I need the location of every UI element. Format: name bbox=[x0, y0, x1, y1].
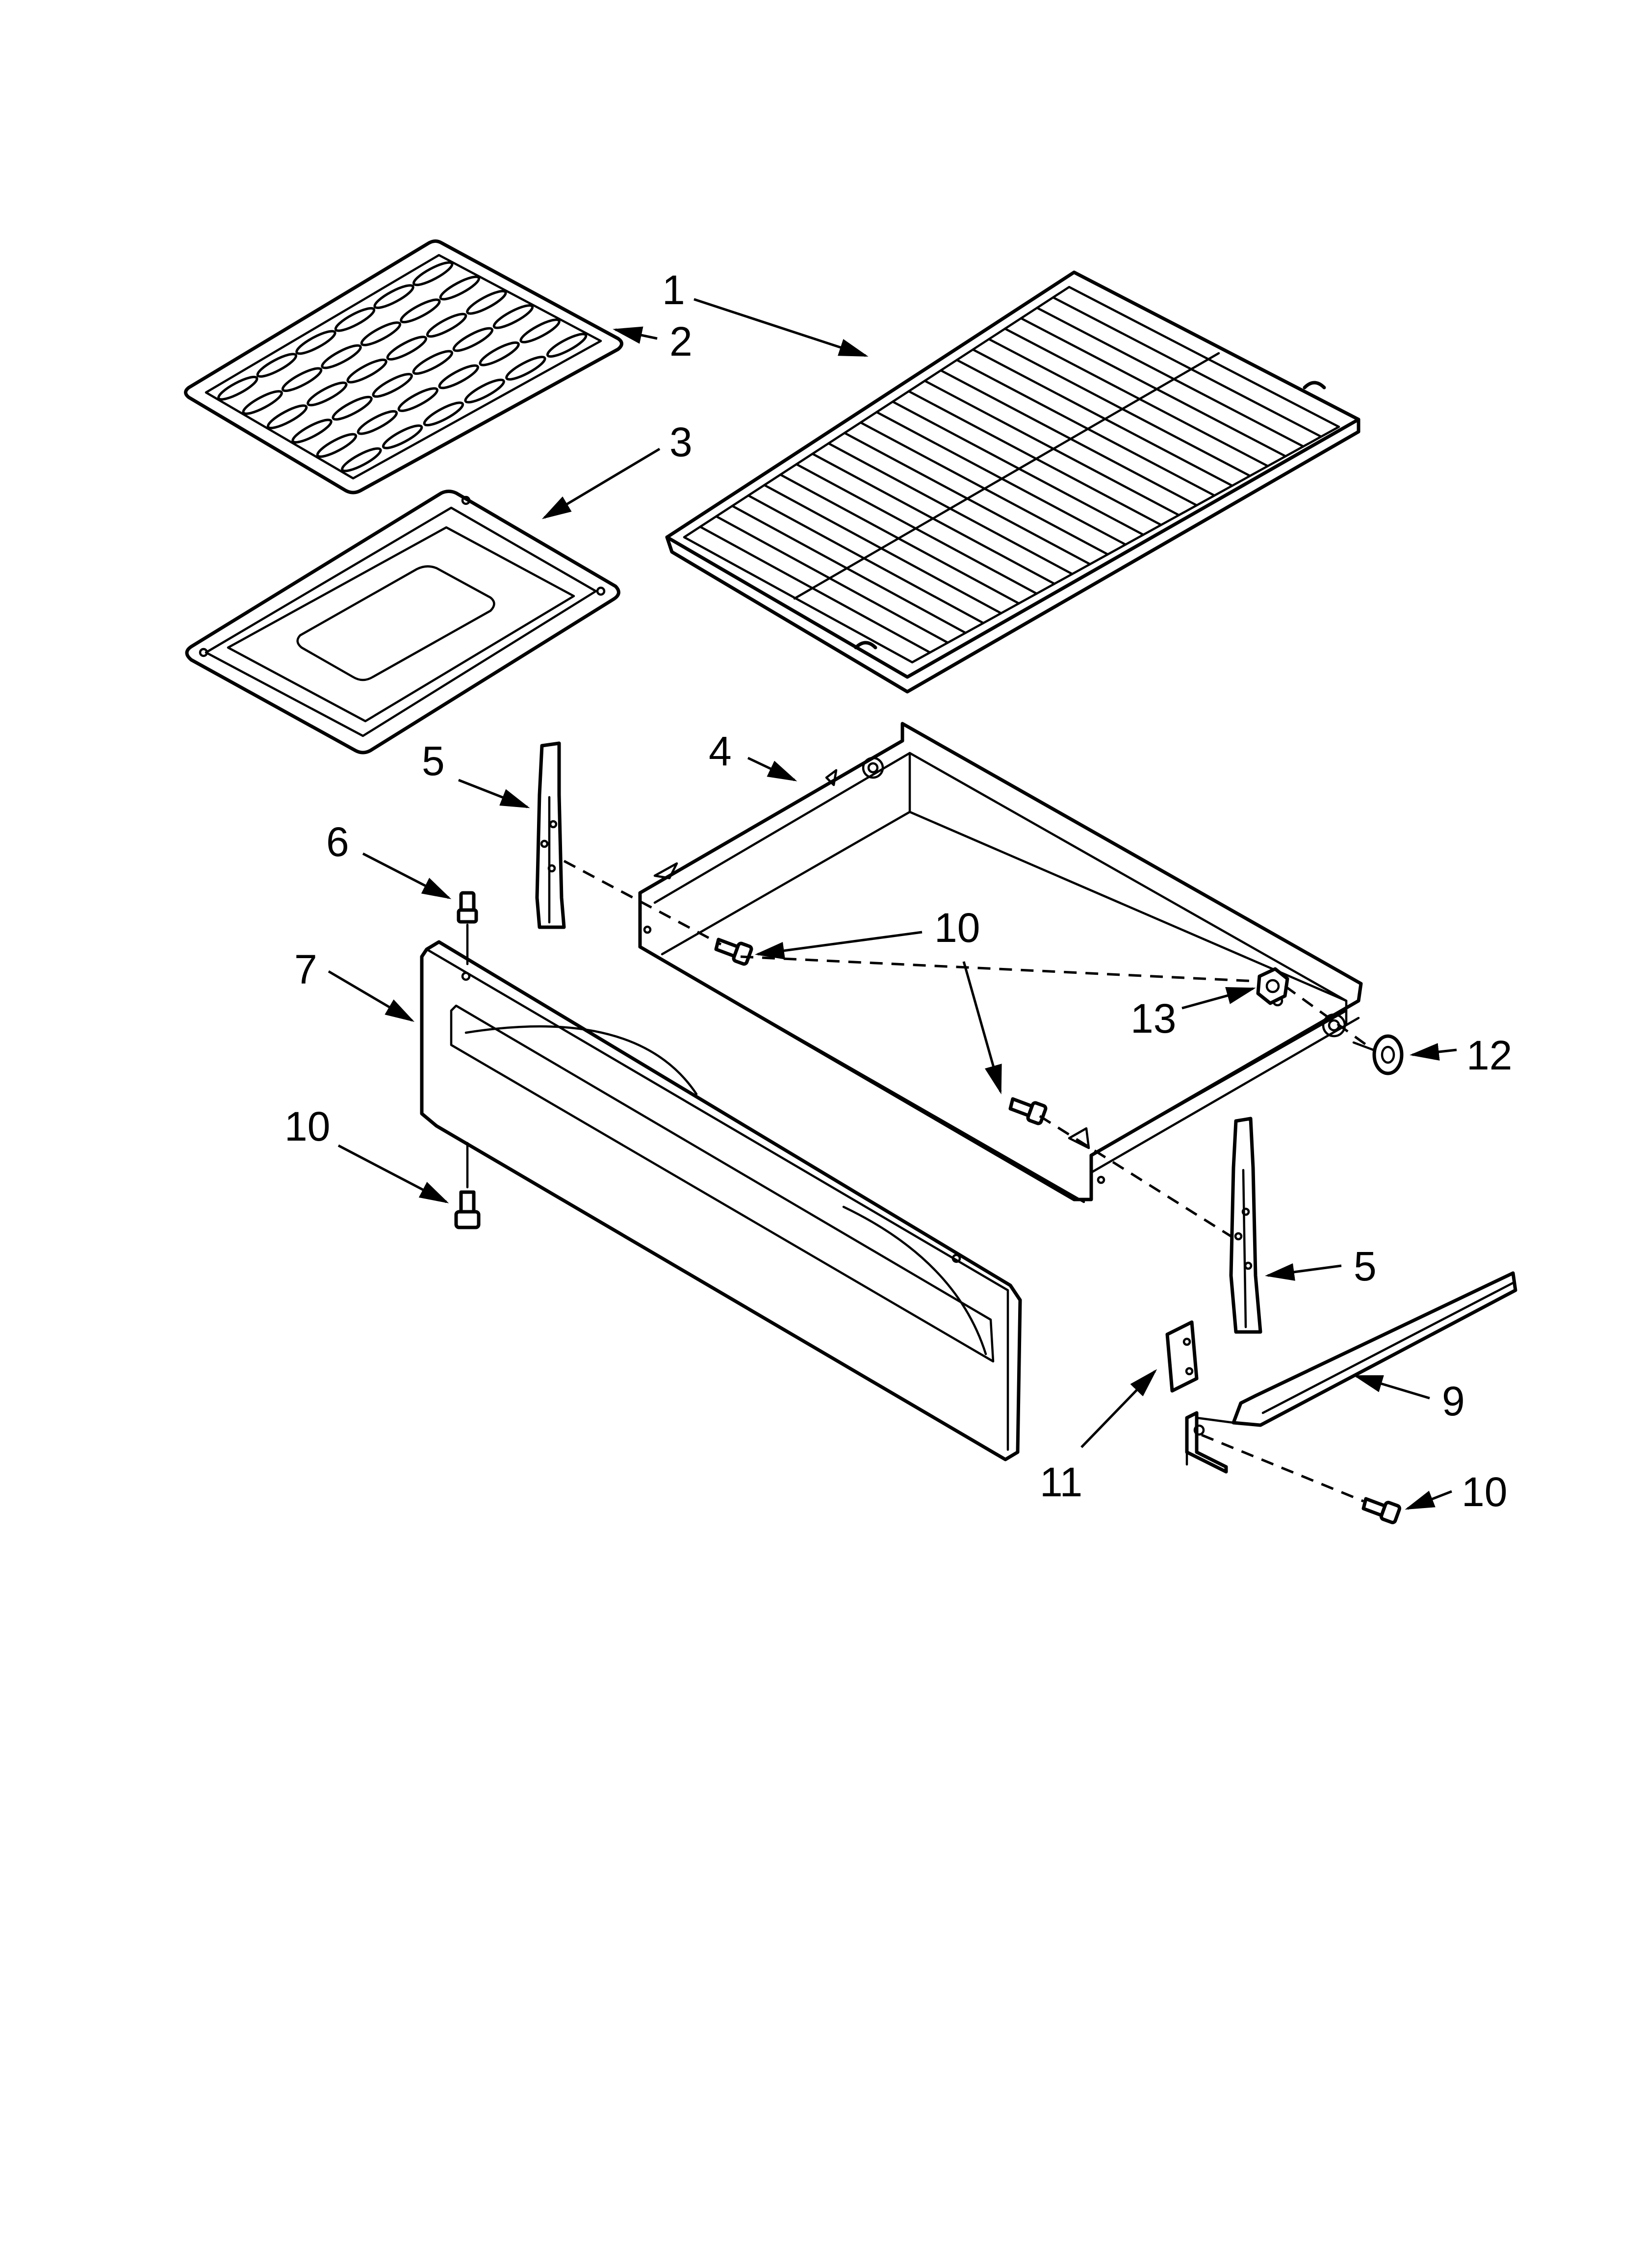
pin bbox=[457, 891, 478, 965]
callout-5-right: 5 bbox=[1354, 1243, 1377, 1289]
rack-wire bbox=[1036, 307, 1305, 448]
grid-slot bbox=[452, 327, 494, 352]
grid-slot bbox=[341, 447, 382, 472]
grid-slot bbox=[295, 330, 336, 355]
callout-6: 6 bbox=[326, 819, 349, 865]
rack-wire bbox=[715, 515, 949, 644]
grid-slot bbox=[332, 395, 373, 421]
grid-slot bbox=[397, 387, 438, 412]
screw-drawer-right bbox=[1008, 1097, 1048, 1125]
callout-10-panel: 10 bbox=[284, 1103, 330, 1149]
rack-wire bbox=[1003, 327, 1269, 468]
oven-rack bbox=[665, 270, 1360, 694]
grid-slot bbox=[266, 404, 308, 429]
callout-1: 1 bbox=[662, 267, 685, 313]
callout-10-drawer: 10 bbox=[934, 905, 980, 951]
grid-slot bbox=[357, 410, 398, 435]
grid-slot bbox=[217, 375, 258, 401]
grid-slot bbox=[316, 433, 358, 458]
callout-12: 12 bbox=[1466, 1032, 1512, 1078]
grid-slot bbox=[426, 313, 467, 338]
grid-slot bbox=[492, 304, 534, 329]
grid-slot bbox=[438, 364, 479, 390]
callout-3: 3 bbox=[669, 419, 693, 465]
screw-panel-bottom bbox=[454, 1142, 481, 1229]
callout-9: 9 bbox=[1442, 1378, 1465, 1424]
grid-slot bbox=[423, 401, 464, 427]
grid-slot bbox=[464, 378, 505, 404]
drawer-front-panel bbox=[420, 940, 1022, 1461]
grid-slot bbox=[505, 356, 546, 381]
grid-slot bbox=[479, 341, 520, 366]
broiler-pan bbox=[185, 490, 620, 755]
callout-10-rail: 10 bbox=[1462, 1469, 1507, 1515]
grid-slot bbox=[372, 373, 413, 398]
leader-lines bbox=[328, 298, 1457, 1510]
assembly-lines bbox=[563, 860, 1374, 1503]
rack-wire bbox=[988, 338, 1251, 477]
screw-rail bbox=[1361, 1497, 1402, 1524]
rack-wire bbox=[731, 505, 967, 634]
broiler-grid bbox=[184, 239, 623, 495]
grid-slot bbox=[519, 318, 561, 343]
grid-slot bbox=[412, 350, 453, 375]
rack-wire bbox=[1020, 317, 1287, 458]
nut bbox=[1256, 967, 1289, 1005]
rack-wire bbox=[779, 473, 1020, 605]
grid-slot bbox=[321, 344, 362, 369]
drawer-rail bbox=[1185, 1271, 1517, 1474]
rack-wire bbox=[747, 494, 985, 625]
callout-labels: 1 2 3 4 5 5 6 7 9 10 10 10 11 12 13 bbox=[284, 267, 1512, 1515]
grid-slot bbox=[307, 381, 348, 407]
grid-slot bbox=[386, 336, 428, 361]
rack-wire bbox=[924, 380, 1180, 517]
grid-slot bbox=[466, 289, 507, 315]
callout-7: 7 bbox=[294, 946, 317, 992]
rack-wire bbox=[763, 484, 1002, 615]
rack-wire bbox=[955, 359, 1216, 497]
rack-wire bbox=[940, 369, 1198, 507]
grid-slot bbox=[291, 418, 333, 444]
rack-wire bbox=[907, 390, 1162, 526]
rack-wire bbox=[1052, 296, 1322, 438]
grid-slot bbox=[546, 333, 588, 358]
grid-slot bbox=[281, 367, 323, 392]
grid-slot bbox=[439, 275, 480, 301]
callout-11: 11 bbox=[1040, 1459, 1082, 1505]
grid-slot bbox=[346, 358, 387, 384]
grid-slot bbox=[412, 261, 454, 287]
grid-slot bbox=[360, 321, 402, 346]
callout-4: 4 bbox=[709, 728, 732, 774]
grid-slot bbox=[373, 284, 414, 309]
grid-slots bbox=[217, 261, 588, 472]
rack-wire bbox=[972, 348, 1233, 487]
clip bbox=[1165, 1320, 1199, 1393]
rack-wire bbox=[699, 525, 931, 654]
callout-2: 2 bbox=[669, 318, 693, 365]
callout-13: 13 bbox=[1130, 995, 1176, 1042]
grid-slot bbox=[382, 424, 423, 449]
grid-slot bbox=[400, 298, 441, 324]
roller bbox=[1352, 1034, 1404, 1075]
grid-slot bbox=[334, 307, 376, 332]
side-bracket-right bbox=[1229, 1117, 1262, 1334]
grid-slot bbox=[256, 353, 298, 378]
callout-5-left: 5 bbox=[422, 738, 445, 784]
drawer-body bbox=[638, 722, 1363, 1203]
side-bracket-left bbox=[535, 741, 566, 929]
grid-slot bbox=[242, 390, 283, 415]
